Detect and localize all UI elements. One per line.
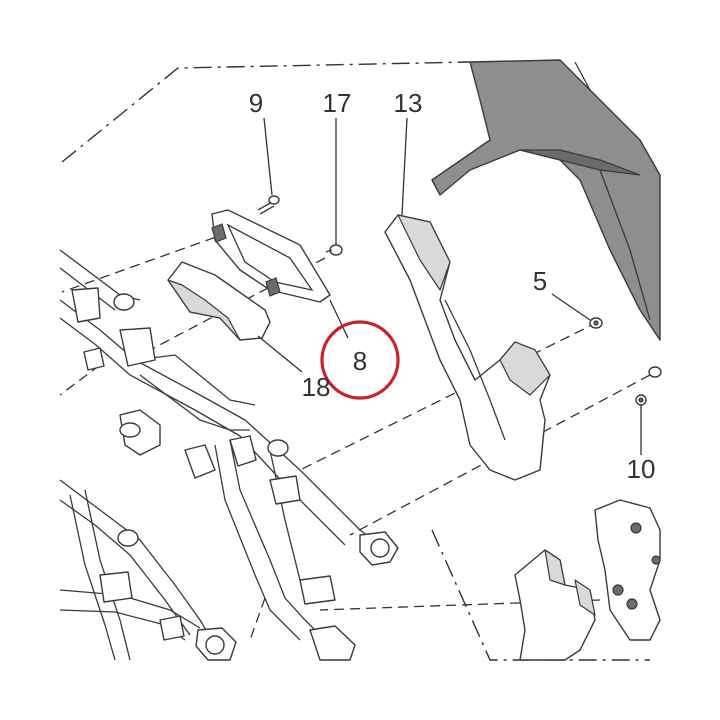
callout-5: 5: [533, 266, 547, 296]
part-8-plate: [211, 209, 331, 303]
rear-cover: [431, 59, 661, 341]
callout-10: 10: [627, 454, 656, 484]
callout-18: 18: [302, 372, 331, 402]
callout-13: 13: [394, 88, 423, 118]
leader-9: [263, 117, 273, 196]
part-18-block: [167, 261, 271, 341]
washer-10: [635, 366, 662, 406]
part-13-bracket: [384, 214, 551, 481]
lower-right-parts: [514, 499, 661, 661]
callout-17: 17: [323, 88, 352, 118]
boundary-lines: [61, 61, 650, 661]
highlight-ring: [320, 320, 400, 400]
callout-labels: 9 17 13 5 8 18 10: [249, 88, 656, 484]
frame: [59, 249, 399, 661]
leader-8: [329, 299, 349, 339]
leader-13: [401, 117, 408, 216]
bolt-9: [257, 195, 280, 215]
screw-17: [325, 244, 343, 256]
fasteners: [257, 195, 662, 406]
nut-5: [589, 317, 603, 329]
leader-5: [551, 293, 591, 321]
callout-9: 9: [249, 88, 263, 118]
leader-lines: [257, 117, 642, 455]
leader-18: [257, 335, 303, 373]
callout-8: 8: [353, 346, 367, 376]
